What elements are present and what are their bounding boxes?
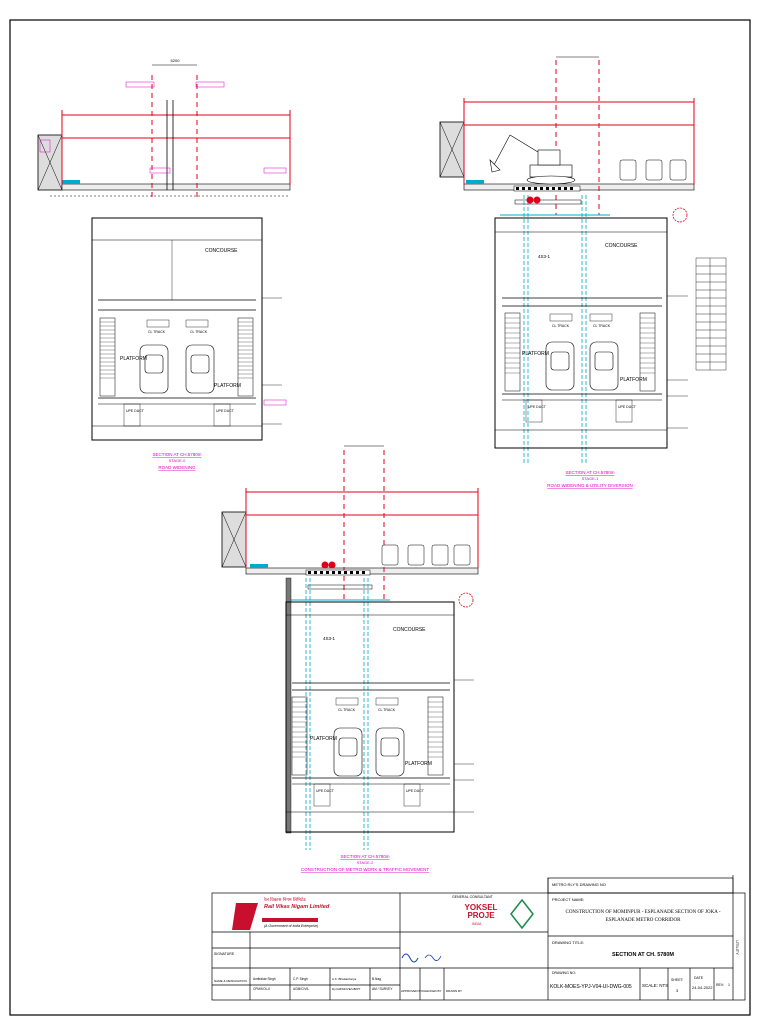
trains bbox=[139, 344, 215, 394]
duct-label: UPE DUCT bbox=[528, 405, 547, 409]
drawing-title: SECTION AT CH. 5780M bbox=[611, 952, 675, 958]
svg-text:5200: 5200 bbox=[171, 58, 181, 63]
role-approved: APPROVED BY bbox=[401, 989, 423, 993]
section-a: 5200 CONCOURSE bbox=[37, 58, 291, 470]
annotation-labels bbox=[39, 81, 287, 174]
person-name: A.K. Bhattacharya bbox=[332, 977, 357, 981]
level-label: PLATFORM bbox=[310, 736, 337, 742]
consultant-name: YOKSEL PROJE bbox=[464, 903, 498, 920]
section-stage: STAGE-0 bbox=[169, 458, 187, 463]
signature bbox=[424, 954, 442, 961]
client-name-hindi: रेल विकास निगम लिमिटेड bbox=[264, 897, 306, 902]
date-label: DATE bbox=[694, 976, 704, 980]
track-label: CL TRACK bbox=[378, 708, 396, 712]
level-label: PLATFORM bbox=[120, 356, 147, 362]
level-label: PLATFORM bbox=[214, 383, 241, 389]
level-label: CONCOURSE bbox=[205, 248, 238, 254]
drawing-title-label: DRAWING TITLE: bbox=[552, 940, 585, 945]
legend-table bbox=[695, 257, 727, 371]
consultant-sub: INDIA bbox=[472, 922, 482, 926]
project-name-line2: ESPLANADE METRO CORRIDOR bbox=[605, 918, 681, 923]
drawing-no-label: DRAWING NO: bbox=[552, 971, 576, 975]
person-designation: Dy.GM/MOVE/UB/PT bbox=[332, 987, 361, 991]
client-name: Rail Vikas Nigam Limited bbox=[264, 904, 330, 910]
centerlines bbox=[151, 75, 198, 200]
vehicles bbox=[619, 159, 687, 181]
section-caption: SECTION AT CH.5780m bbox=[565, 470, 614, 475]
client-subtitle: (A Government of India Enterprise) bbox=[264, 924, 319, 928]
excavator bbox=[489, 134, 576, 185]
person-designation: AGM/CIVIL bbox=[293, 987, 310, 991]
level-label: PLATFORM bbox=[620, 377, 647, 383]
track-label: CL TRACK bbox=[190, 330, 208, 334]
drawing-number: KOLK-MOES-YPJ-V04-UI-DWG-005 bbox=[550, 984, 632, 990]
station-box bbox=[91, 217, 263, 441]
track-label: CL TRACK bbox=[338, 708, 356, 712]
metro-drawing-no-label: METRO RLY'S DRAWING NO bbox=[552, 882, 606, 887]
project-name-line1: CONSTRUCTION OF MOMINPUR - ESPLANADE SEC… bbox=[565, 910, 721, 915]
rev-label: REV: bbox=[716, 983, 725, 987]
section-c: CONCOURSE 4S3-1 CL TRACK CL TRACK PLATFO… bbox=[221, 196, 541, 872]
section-caption: SECTION AT CH.5780m bbox=[340, 854, 389, 859]
duct-label: UPE DUCT bbox=[406, 789, 425, 793]
title-block bbox=[211, 875, 746, 1001]
level-label: CONCOURSE bbox=[605, 243, 638, 249]
signature-label: SIGNATURE bbox=[214, 952, 235, 956]
track-label: CL TRACK bbox=[593, 324, 611, 328]
consultant-logo bbox=[510, 898, 534, 930]
diaphragm-wall bbox=[285, 577, 292, 834]
station-box bbox=[494, 217, 668, 449]
sheet-label: SHEET: bbox=[671, 978, 684, 982]
date: 24-04-2022 bbox=[692, 985, 713, 990]
level-label: CONCOURSE bbox=[393, 627, 426, 633]
rvnl-logo bbox=[232, 903, 258, 930]
piles bbox=[523, 195, 587, 465]
duct-label: UPE DUCT bbox=[216, 409, 235, 413]
name-designation-label: NAME & DESIGNATION bbox=[214, 979, 247, 983]
section-title: ROAD WIDENING bbox=[158, 465, 196, 470]
road-surface bbox=[61, 183, 291, 191]
sheet-border bbox=[9, 19, 751, 1016]
scale: SCALE: NTS bbox=[642, 983, 669, 988]
side-label: UTILITY bbox=[735, 940, 740, 955]
section-caption: SECTION AT CH.5780m bbox=[152, 452, 201, 457]
person-name: Amitrakar Singh bbox=[253, 977, 276, 981]
level-label: PLATFORM bbox=[405, 761, 432, 767]
section-title: CONSTRUCTION OF METRO WORK & TRAFFIC MOV… bbox=[301, 867, 429, 872]
duct-label: UPE DUCT bbox=[618, 405, 637, 409]
track-label: CL TRACK bbox=[552, 324, 570, 328]
svg-text:4S3-1: 4S3-1 bbox=[323, 636, 336, 641]
level-label: PLATFORM bbox=[522, 351, 549, 357]
person-name: B.Nag bbox=[372, 977, 381, 981]
stairs bbox=[99, 317, 254, 397]
person-designation: CPM/KOL-II bbox=[253, 987, 271, 991]
section-title: ROAD WIDENING & UTILITY DIVERSION bbox=[547, 483, 632, 488]
section-stage: STAGE-2 bbox=[357, 860, 375, 865]
track-label: CL TRACK bbox=[148, 330, 166, 334]
duct-label: UPE DUCT bbox=[316, 789, 335, 793]
dimension-lines bbox=[61, 110, 291, 185]
section-b: CONCOURSE 4S3-1 CL TRACK CL TRACK PLATFO… bbox=[439, 56, 727, 488]
section-stage: STAGE-1 bbox=[582, 476, 600, 481]
drain bbox=[62, 180, 80, 184]
rev-number: 1 bbox=[728, 983, 730, 987]
station-box bbox=[285, 601, 455, 833]
role-drawn: DRAWN BY bbox=[446, 989, 463, 993]
project-name-label: PROJECT NAME: bbox=[552, 897, 585, 902]
consultant-header: GENERAL CONSULTANT bbox=[452, 895, 493, 899]
svg-text:4S3-1: 4S3-1 bbox=[538, 254, 551, 259]
duct-label: UPE DUCT bbox=[126, 409, 145, 413]
person-name: C.P. Singh bbox=[293, 977, 308, 981]
signature bbox=[401, 953, 419, 963]
role-checked: CHECKED BY bbox=[422, 989, 442, 993]
person-designation: AM / SURVEY bbox=[372, 987, 393, 991]
sheet-number: 3 bbox=[676, 988, 679, 993]
